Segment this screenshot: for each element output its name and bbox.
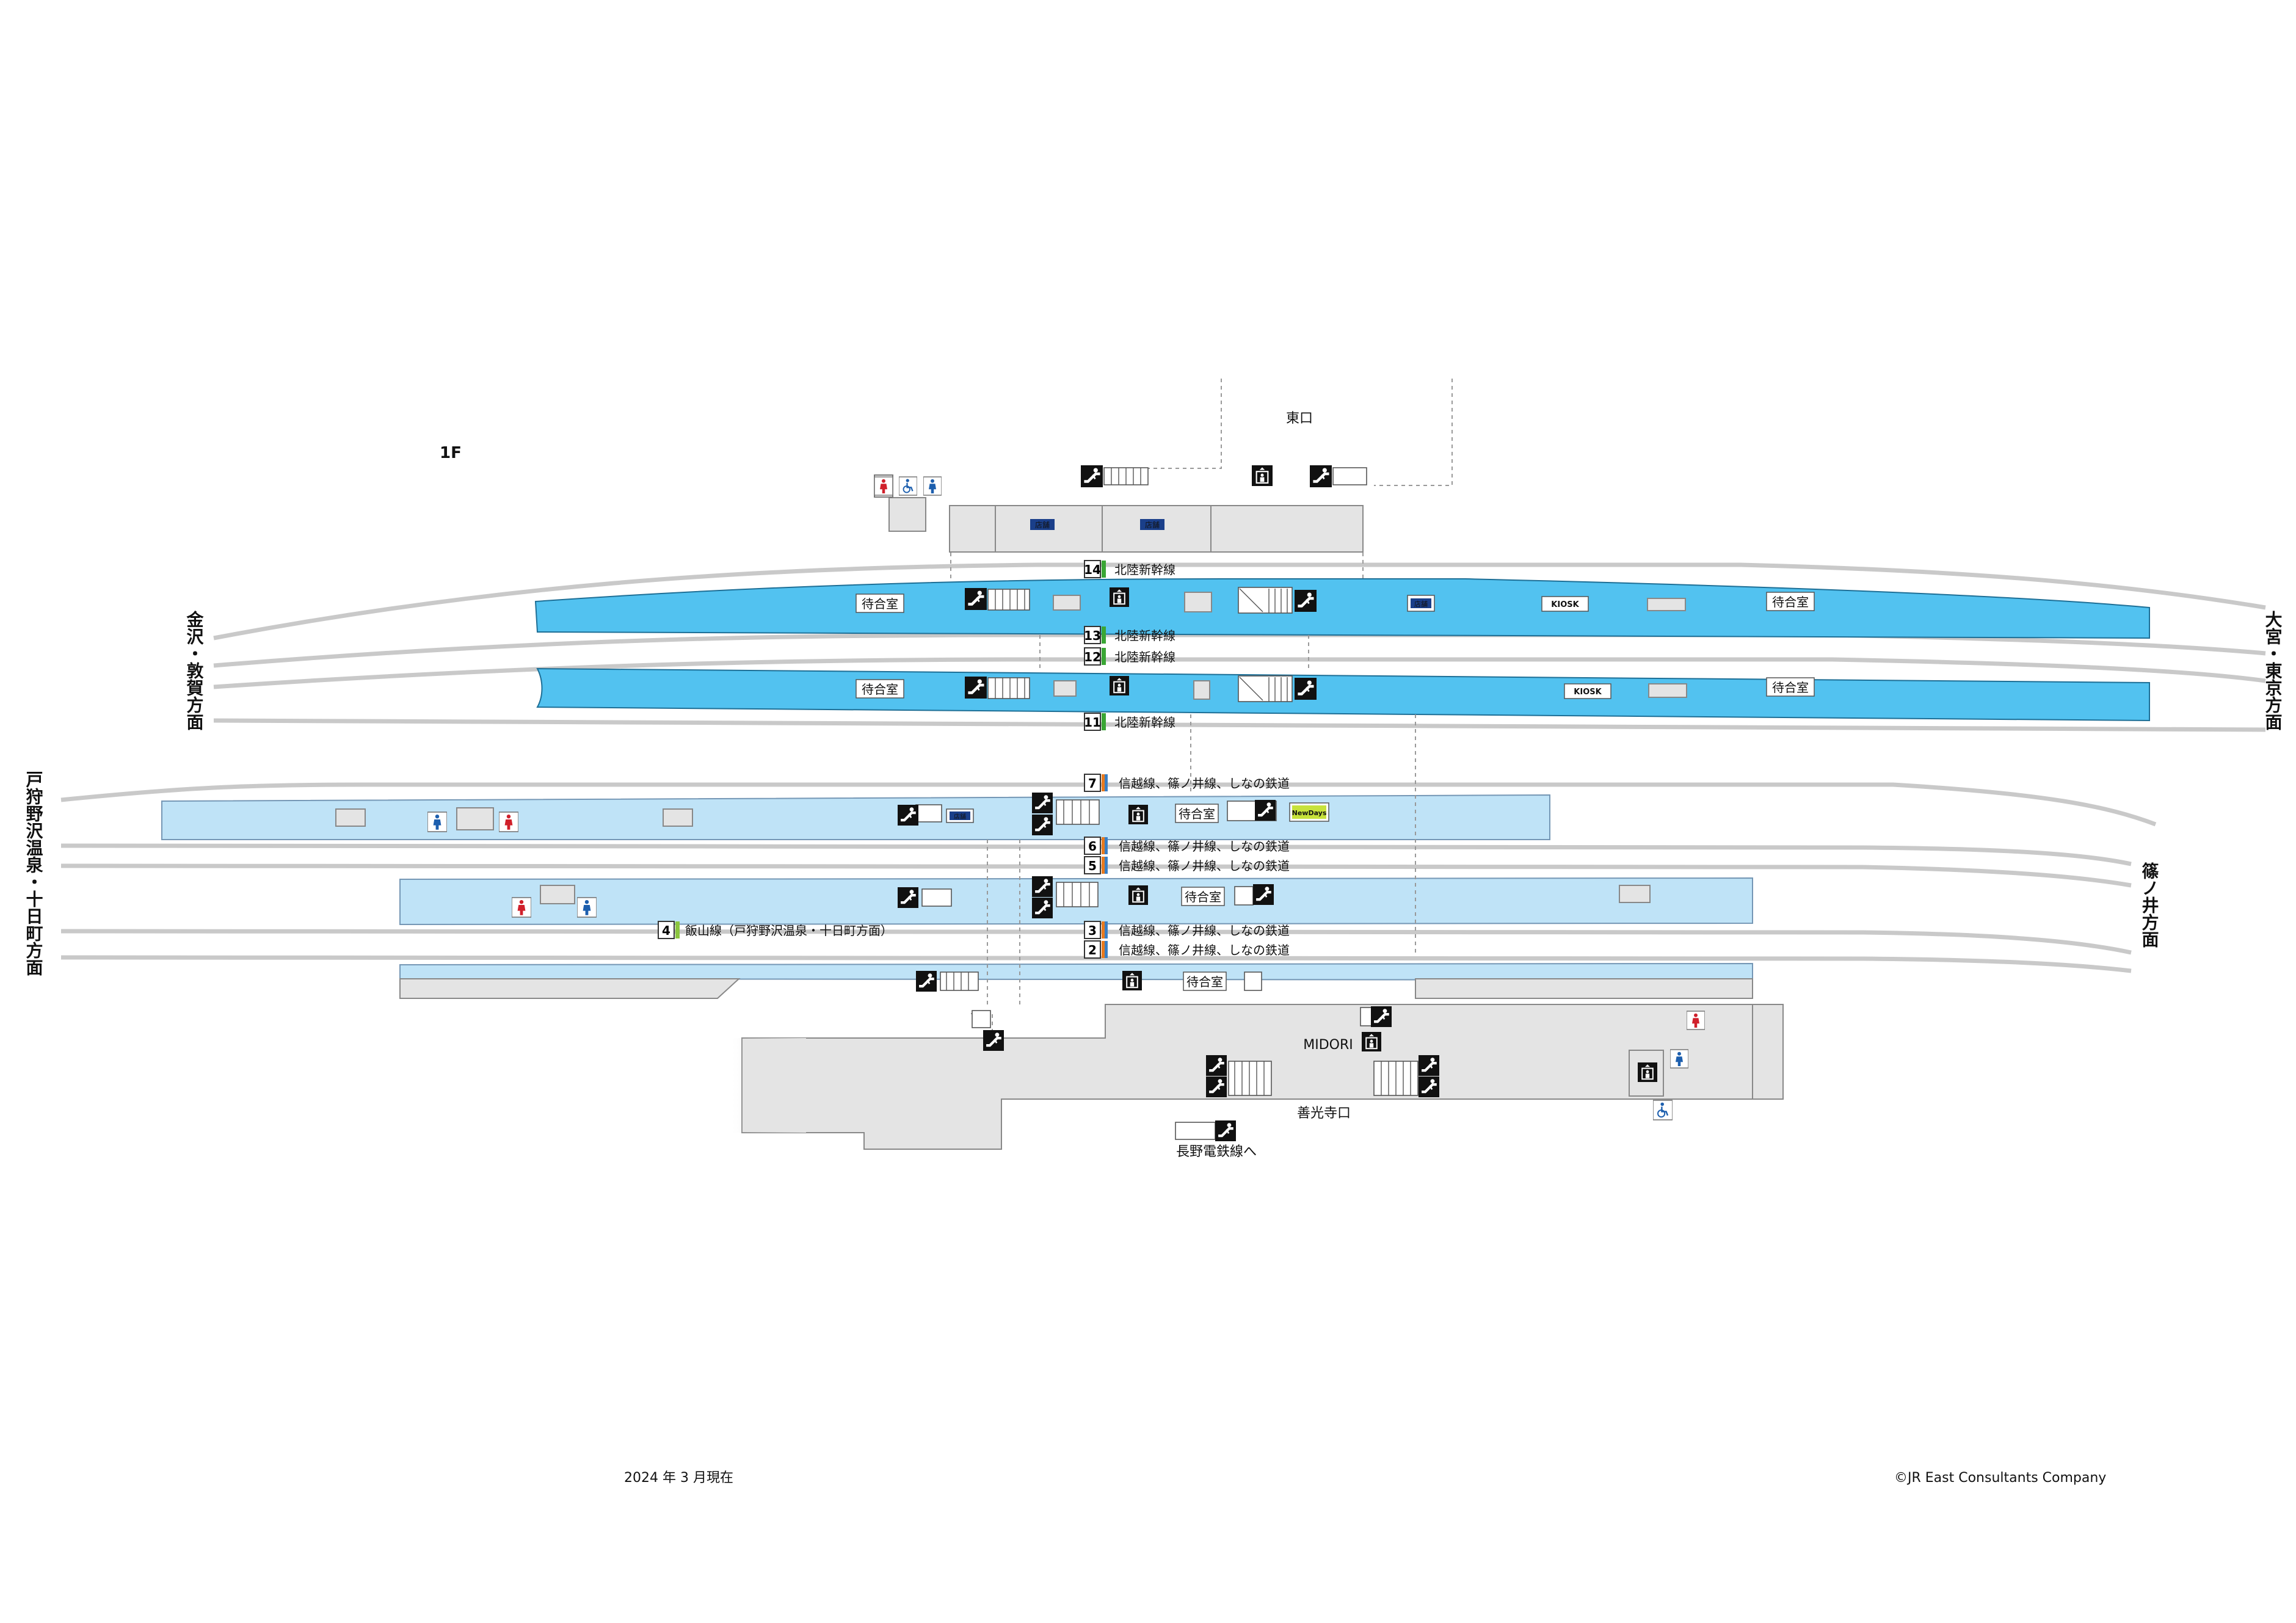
waiting-room-label: 待合室: [1179, 807, 1215, 821]
direction-omiya: 大宮・東京方面: [2263, 611, 2283, 730]
platform-11-12: [536, 667, 2150, 722]
lower-building-strip: [399, 978, 741, 999]
svg-text:信越線、篠ノ井線、しなの鉄道: 信越線、篠ノ井線、しなの鉄道: [1119, 776, 1290, 791]
toilet-icons: [427, 474, 1705, 1121]
waiting-room-label: 待合室: [862, 682, 898, 697]
svg-text:13: 13: [1084, 628, 1101, 643]
svg-text:11: 11: [1084, 715, 1101, 730]
shop-label-1: 店舗: [1035, 521, 1050, 529]
platform-13-14: [534, 578, 2150, 639]
svg-text:北陸新幹線: 北陸新幹線: [1114, 715, 1175, 730]
svg-text:3: 3: [1088, 923, 1097, 938]
svg-text:飯山線（戸狩野沢温泉・十日町方面）: 飯山線（戸狩野沢温泉・十日町方面）: [685, 923, 893, 938]
svg-text:14: 14: [1084, 562, 1101, 577]
waiting-room-label: 待合室: [1185, 890, 1221, 904]
footer-copyright: ©JR East Consultants Company: [1894, 1470, 2106, 1486]
guide-lines: [950, 379, 1453, 1038]
footer-date: 2024 年 3 月現在: [624, 1470, 733, 1486]
track-13: 13 北陸新幹線: [1084, 626, 1175, 644]
track-14: 14 北陸新幹線: [1084, 560, 1175, 578]
svg-text:信越線、篠ノ井線、しなの鉄道: 信越線、篠ノ井線、しなの鉄道: [1119, 923, 1290, 938]
track-12: 12 北陸新幹線: [1084, 647, 1175, 666]
shop-badges: 店舗 店舗 店舗 店舗 KIOSK KIOSK NewDays: [946, 519, 1611, 823]
platform-1-2: [399, 962, 1753, 981]
track-2: 2 信越線、篠ノ井線、しなの鉄道: [1084, 940, 1290, 959]
direction-togari: 戸狩野沢温泉・十日町方面: [24, 771, 44, 976]
svg-text:4: 4: [662, 923, 670, 938]
waiting-room-label: 待合室: [1772, 680, 1809, 695]
east-exit-label: 東口: [1286, 411, 1313, 426]
direction-kanazawa: 金沢・敦賀方面: [184, 610, 205, 730]
svg-text:信越線、篠ノ井線、しなの鉄道: 信越線、篠ノ井線、しなの鉄道: [1119, 943, 1290, 957]
nagaden-label: 長野電鉄線へ: [1176, 1144, 1257, 1160]
svg-text:北陸新幹線: 北陸新幹線: [1114, 562, 1175, 577]
floor-label: 1F: [440, 444, 462, 462]
zenkoji-exit-label: 善光寺口: [1297, 1106, 1351, 1121]
svg-text:信越線、篠ノ井線、しなの鉄道: 信越線、篠ノ井線、しなの鉄道: [1119, 859, 1290, 873]
newdays-label: NewDays: [1292, 809, 1327, 817]
track-4: 4 飯山線（戸狩野沢温泉・十日町方面）: [658, 921, 893, 939]
svg-text:北陸新幹線: 北陸新幹線: [1114, 628, 1175, 643]
stair-hatching: [946, 468, 1411, 1095]
svg-text:信越線、篠ノ井線、しなの鉄道: 信越線、篠ノ井線、しなの鉄道: [1119, 839, 1290, 854]
waiting-room-label: 待合室: [862, 597, 898, 611]
waiting-room-label: 待合室: [1772, 595, 1809, 609]
shop-label-3: 店舗: [1414, 600, 1428, 608]
svg-text:2: 2: [1088, 943, 1097, 957]
svg-text:7: 7: [1088, 776, 1097, 791]
kiosk-label-1: KIOSK: [1551, 600, 1579, 609]
midori-label: MIDORI: [1303, 1037, 1353, 1053]
waiting-rooms: 待合室 待合室 待合室 待合室 待合室 待合室 待合室: [856, 592, 1815, 991]
shop-label-4: 店舗: [954, 813, 966, 821]
svg-text:5: 5: [1088, 859, 1097, 873]
waiting-room-label: 待合室: [1186, 975, 1223, 989]
svg-text:北陸新幹線: 北陸新幹線: [1114, 650, 1175, 664]
track-3: 3 信越線、篠ノ井線、しなの鉄道: [1084, 921, 1290, 939]
facility-boxes: [335, 497, 1784, 1100]
platform-6-7: [161, 794, 1550, 840]
shop-label-2: 店舗: [1145, 521, 1160, 529]
track-5: 5 信越線、篠ノ井線、しなの鉄道: [1084, 856, 1290, 874]
kiosk-label-2: KIOSK: [1574, 688, 1602, 697]
tracks: [60, 562, 2266, 973]
track-11: 11 北陸新幹線: [1084, 713, 1175, 731]
track-labels: 14 北陸新幹線 13 北陸新幹線 12 北陸新幹線 11 北陸新幹線 7: [658, 560, 1290, 959]
svg-text:6: 6: [1088, 839, 1097, 854]
shinkansen-platforms: [534, 578, 2150, 722]
concourse-fade: [733, 1038, 806, 1133]
track-6: 6 信越線、篠ノ井線、しなの鉄道: [1084, 837, 1290, 855]
svg-text:12: 12: [1084, 650, 1101, 664]
direction-shinonoi: 篠ノ井方面: [2140, 862, 2160, 948]
track-7: 7 信越線、篠ノ井線、しなの鉄道: [1084, 774, 1290, 792]
